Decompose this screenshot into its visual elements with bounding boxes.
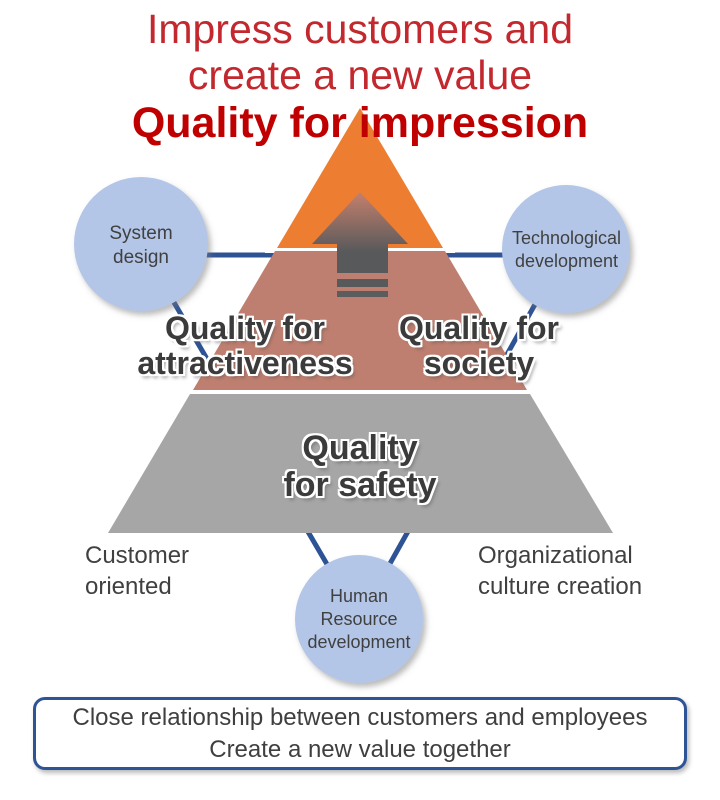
page-title: Impress customers and create a new value… bbox=[0, 6, 720, 147]
label-line: culture creation bbox=[478, 573, 643, 600]
title-line-2: create a new value bbox=[187, 52, 533, 98]
pyramid-separator-bottom bbox=[183, 388, 537, 395]
title-line-1: Impress customers and bbox=[146, 6, 574, 52]
up-arrow-stripe-2 bbox=[337, 291, 388, 297]
label-line: Quality bbox=[302, 429, 418, 467]
label-line: Resource bbox=[320, 609, 398, 629]
label-line: Quality for bbox=[164, 310, 325, 346]
label-line: Organizational bbox=[478, 542, 633, 569]
circle-system-design bbox=[74, 177, 208, 311]
label-line: Technological bbox=[511, 228, 622, 248]
label-quality-for-attractiveness: Quality for attractiveness bbox=[95, 311, 395, 381]
label-line: development bbox=[307, 632, 411, 652]
footer-line-2: Create a new value together bbox=[209, 736, 511, 763]
label-line: oriented bbox=[85, 573, 172, 600]
label-line: design bbox=[113, 247, 169, 268]
label-quality-for-safety: Quality for safety bbox=[210, 430, 510, 504]
label-line: Human bbox=[329, 586, 389, 606]
pyramid-level-attractiveness-society bbox=[193, 251, 527, 390]
up-arrow-stripe-1 bbox=[337, 279, 388, 287]
circle-human-resource-development bbox=[295, 555, 423, 683]
label-line: Quality for bbox=[398, 310, 559, 346]
pyramid-level-impression bbox=[277, 108, 443, 248]
label-system-design: System design bbox=[71, 222, 211, 270]
label-line: attractiveness bbox=[137, 345, 353, 381]
label-quality-for-society: Quality for society bbox=[329, 311, 629, 381]
up-arrow-icon bbox=[312, 192, 408, 273]
footer-line-1: Close relationship between customers and… bbox=[72, 704, 648, 731]
label-human-resource-development: Human Resource development bbox=[289, 585, 429, 654]
label-line: for safety bbox=[283, 466, 437, 504]
label-line: development bbox=[514, 251, 619, 271]
label-organizational-culture-creation: Organizational culture creation bbox=[478, 540, 642, 602]
circle-technological-development bbox=[502, 185, 630, 313]
title-emphasis: Quality for impression bbox=[131, 99, 589, 147]
label-line: society bbox=[423, 345, 535, 381]
label-line: Customer bbox=[85, 542, 190, 569]
label-customer-oriented: Customer oriented bbox=[85, 540, 189, 602]
label-technological-development: Technological development bbox=[496, 227, 637, 273]
footer-message-box: Close relationship between customers and… bbox=[33, 697, 687, 770]
label-line: System bbox=[109, 223, 173, 244]
pyramid-level-safety bbox=[108, 394, 613, 533]
